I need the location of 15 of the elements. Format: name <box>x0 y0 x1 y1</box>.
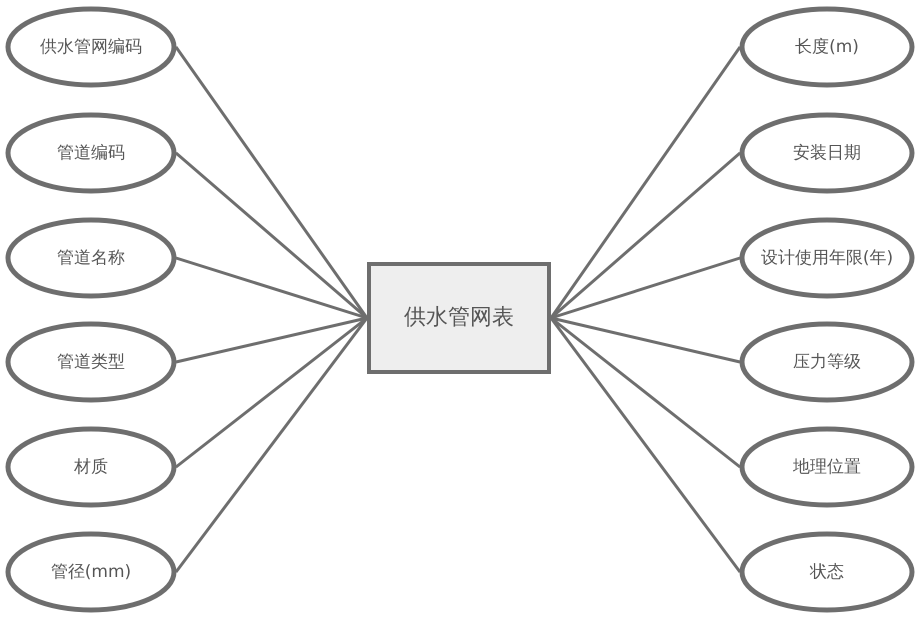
attribute-name: 管道类型 <box>57 352 125 372</box>
attribute-name: 设计使用年限(年) <box>760 248 894 268</box>
attribute-name: 管道编码 <box>57 143 125 163</box>
entity-name: 供水管网表 <box>404 305 514 331</box>
attribute-name: 状态 <box>810 562 844 582</box>
entity-box <box>367 262 551 374</box>
attribute-name: 管径(mm) <box>50 562 132 582</box>
attribute-name: 供水管网编码 <box>40 37 142 57</box>
attribute-name: 材质 <box>74 457 108 477</box>
attribute-name: 压力等级 <box>793 352 861 372</box>
attribute-name: 地理位置 <box>793 457 861 477</box>
connector-line <box>174 317 368 573</box>
attribute-name: 管道名称 <box>57 248 125 268</box>
attribute-name: 长度(m) <box>795 37 859 57</box>
attribute-name: 安装日期 <box>793 143 861 163</box>
